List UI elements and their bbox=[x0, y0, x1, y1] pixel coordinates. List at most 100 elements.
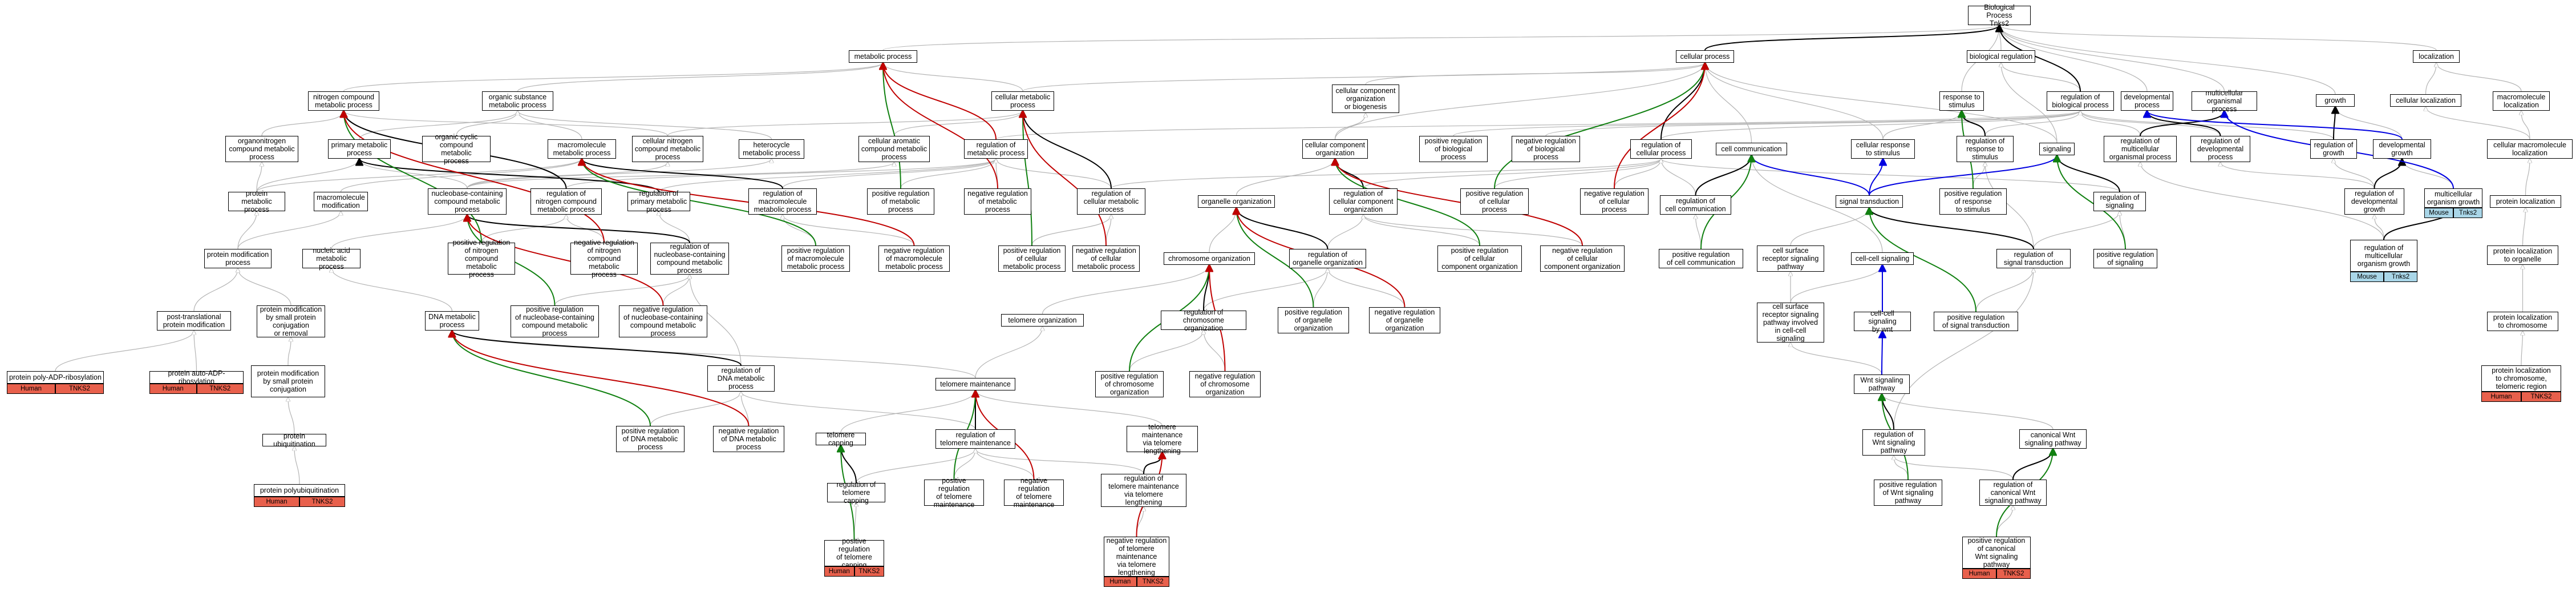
go-term-posregmacro[interactable]: positive regulation of macromolecule met… bbox=[781, 245, 850, 272]
go-term-regprim[interactable]: regulation of primary metabolic process bbox=[627, 190, 690, 214]
go-term-sigtrans[interactable]: signal transduction bbox=[1836, 195, 1903, 208]
go-term-telmaint[interactable]: telomere maintenance bbox=[935, 378, 1015, 390]
go-term-dev[interactable]: developmental process bbox=[2121, 91, 2173, 111]
go-term-regwnt[interactable]: regulation of Wnt signaling pathway bbox=[1862, 429, 1925, 456]
go-term-multi[interactable]: multicellular organismal process bbox=[2192, 89, 2257, 113]
go-term-posregcellmet[interactable]: positive regulation of cellular metaboli… bbox=[998, 245, 1066, 272]
go-term-protpolyadp[interactable]: protein poly-ADP-ribosylation bbox=[7, 371, 104, 384]
go-term-telcap[interactable]: telomere capping bbox=[816, 431, 866, 447]
go-term-telmaintlen[interactable]: telomere maintenance via telomere length… bbox=[1127, 423, 1198, 455]
go-term-posregnucleo[interactable]: positive regulation of nucleobase-contai… bbox=[511, 305, 599, 337]
go-term-bp[interactable]: Biological Process Tnks2 bbox=[1968, 3, 2031, 27]
go-term-posregsigtrans[interactable]: positive regulation of signal transducti… bbox=[1934, 312, 2018, 331]
go-term-ccsigwnt[interactable]: cell-cell signaling by wnt bbox=[1854, 309, 1911, 333]
go-term-regcellmet[interactable]: regulation of cellular metabolic process bbox=[1077, 188, 1145, 215]
go-term-regcco[interactable]: regulation of cellular component organiz… bbox=[1329, 188, 1398, 215]
go-term-negregcellmet[interactable]: negative regulation of cellular metaboli… bbox=[1072, 245, 1140, 272]
go-term-dnamet[interactable]: DNA metabolic process bbox=[425, 311, 479, 331]
go-term-posregorg[interactable]: positive regulation of organelle organiz… bbox=[1278, 307, 1349, 333]
go-term-negregbio[interactable]: negative regulation of biological proces… bbox=[1512, 136, 1580, 162]
go-term-negregmacro[interactable]: negative regulation of macromolecule met… bbox=[878, 245, 950, 272]
go-term-cellresp[interactable]: cellular response to stimulus bbox=[1851, 139, 1915, 159]
go-term-regbio[interactable]: regulation of biological process bbox=[2047, 91, 2114, 111]
go-term-cellarom[interactable]: cellular aromatic compound metabolic pro… bbox=[858, 136, 930, 162]
go-term-regsigtrans[interactable]: regulation of signal transduction bbox=[1996, 249, 2071, 268]
go-term-telorg[interactable]: telomere organization bbox=[1001, 314, 1084, 327]
go-term-posregcanwnt[interactable]: positive regulation of canonical Wnt sig… bbox=[1962, 537, 2031, 569]
go-term-protmod[interactable]: protein modification process bbox=[204, 249, 272, 268]
go-term-negregchrom[interactable]: negative regulation of chromosome organi… bbox=[1189, 371, 1261, 397]
go-term-posregwnt[interactable]: positive regulation of Wnt signaling pat… bbox=[1874, 480, 1942, 506]
go-term-regnitro[interactable]: regulation of nitrogen compound metaboli… bbox=[530, 188, 602, 215]
go-term-cco[interactable]: cellular component organization bbox=[1302, 139, 1368, 159]
go-term-protpolyubiq[interactable]: protein polyubiquitination bbox=[254, 484, 345, 497]
go-term-organic[interactable]: organic substance metabolic process bbox=[482, 91, 553, 111]
go-term-regdevgrowth[interactable]: regulation of developmental growth bbox=[2344, 188, 2404, 215]
go-term-devgrowth[interactable]: developmental growth bbox=[2373, 139, 2431, 159]
go-term-protloc2tel[interactable]: protein localization to chromosome, telo… bbox=[2481, 365, 2561, 392]
go-term-regmultidev[interactable]: regulation of multicellular organismal p… bbox=[2104, 136, 2177, 162]
go-term-regchrom[interactable]: regulation of chromosome organization bbox=[1161, 308, 1246, 332]
go-term-wntsig[interactable]: Wnt signaling pathway bbox=[1854, 374, 1910, 394]
go-term-posregdna[interactable]: positive regulation of DNA metabolic pro… bbox=[616, 426, 684, 452]
go-term-ncm[interactable]: nitrogen compound metabolic process bbox=[308, 91, 379, 111]
go-term-posregcellcomm[interactable]: positive regulation of cell communicatio… bbox=[1659, 249, 1743, 268]
go-term-cellmacroloc[interactable]: cellular macromolecule localization bbox=[2487, 139, 2573, 159]
go-term-hetero[interactable]: heterocycle metabolic process bbox=[739, 139, 804, 159]
go-term-negregcco[interactable]: negative regulation of cellular componen… bbox=[1540, 245, 1625, 272]
go-term-regcellcomm[interactable]: regulation of cell communication bbox=[1660, 195, 1731, 215]
go-term-pmsmc[interactable]: protein modification by small protein co… bbox=[251, 365, 325, 397]
go-term-protautoadp[interactable]: protein auto-ADP-ribosylation bbox=[149, 369, 244, 385]
go-term-regresp[interactable]: regulation of response to stimulus bbox=[1957, 136, 2014, 162]
go-term-ccobio[interactable]: cellular component organization or bioge… bbox=[1332, 84, 1399, 113]
go-term-regdnamet[interactable]: regulation of DNA metabolic process bbox=[707, 365, 775, 392]
go-term-primary[interactable]: primary metabolic process bbox=[328, 139, 391, 159]
go-term-cellmet[interactable]: cellular metabolic process bbox=[991, 91, 1054, 111]
go-term-posregsig[interactable]: positive regulation of signaling bbox=[2093, 249, 2157, 268]
go-term-signaling[interactable]: signaling bbox=[2039, 143, 2075, 155]
go-term-regmet[interactable]: regulation of metabolic process bbox=[964, 139, 1028, 159]
go-term-regtelmaintlen[interactable]: regulation of telomere maintenance via t… bbox=[1101, 474, 1186, 507]
go-term-macromod[interactable]: macromolecule modification bbox=[314, 192, 368, 211]
go-term-nucacid[interactable]: nucleic acid metabolic process bbox=[302, 247, 361, 271]
go-term-protloc2chrom[interactable]: protein localization to chromosome bbox=[2487, 312, 2558, 331]
go-term-csrsp[interactable]: cell surface receptor signaling pathway bbox=[1757, 245, 1824, 272]
go-term-resp[interactable]: response to stimulus bbox=[1939, 91, 1984, 111]
go-term-growth[interactable]: growth bbox=[2316, 94, 2355, 107]
go-term-metabolic[interactable]: metabolic process bbox=[849, 50, 917, 63]
go-term-posregtelcap[interactable]: positive regulation of telomere capping bbox=[824, 537, 884, 569]
go-term-cellcomm[interactable]: cell communication bbox=[1716, 143, 1787, 155]
go-term-negregnitro[interactable]: negative regulation of nitrogen compound… bbox=[570, 239, 638, 279]
go-term-regorgorg[interactable]: regulation of organelle organization bbox=[1289, 249, 1366, 268]
go-term-protloc[interactable]: protein localization bbox=[2490, 195, 2561, 208]
go-term-posregresp[interactable]: positive regulation of response to stimu… bbox=[1939, 188, 2007, 215]
go-term-regcell[interactable]: regulation of cellular process bbox=[1630, 139, 1692, 159]
go-term-protubiq[interactable]: protein ubiquitination bbox=[262, 432, 326, 448]
go-term-ccsig[interactable]: cell-cell signaling bbox=[1851, 252, 1914, 265]
go-term-csrspcc[interactable]: cell surface receptor signaling pathway … bbox=[1757, 303, 1824, 343]
go-term-posregcco[interactable]: positive regulation of cellular componen… bbox=[1437, 245, 1522, 272]
go-term-posregcell[interactable]: positive regulation of cellular process bbox=[1460, 188, 1529, 215]
go-term-regtelcap[interactable]: regulation of telomere capping bbox=[827, 481, 885, 505]
go-term-posregmet[interactable]: positive regulation of metabolic process bbox=[867, 188, 934, 215]
go-term-bioreg[interactable]: biological regulation bbox=[1967, 50, 2035, 63]
go-term-regmacro[interactable]: regulation of macromolecule metabolic pr… bbox=[748, 188, 817, 215]
go-term-negregtelmaint[interactable]: negative regulation of telomere maintena… bbox=[1004, 477, 1064, 509]
go-term-ptpm[interactable]: post-translational protein modification bbox=[157, 311, 231, 331]
go-term-canwnt[interactable]: canonical Wnt signaling pathway bbox=[2019, 429, 2087, 449]
go-term-protmet[interactable]: protein metabolic process bbox=[228, 190, 285, 214]
go-term-negregmet[interactable]: negative regulation of metabolic process bbox=[964, 188, 1031, 215]
go-term-macromet[interactable]: macromolecule metabolic process bbox=[548, 139, 616, 159]
go-term-negregdna[interactable]: negative regulation of DNA metabolic pro… bbox=[713, 426, 784, 452]
go-term-regtelmaint[interactable]: regulation of telomere maintenance bbox=[935, 429, 1015, 449]
go-term-posregnitro[interactable]: positive regulation of nitrogen compound… bbox=[448, 239, 515, 279]
go-term-cellnitro[interactable]: cellular nitrogen compound metabolic pro… bbox=[632, 136, 703, 162]
go-term-chromorg[interactable]: chromosome organization bbox=[1164, 252, 1255, 265]
go-term-negregcell[interactable]: negative regulation of cellular process bbox=[1580, 188, 1649, 215]
go-term-regnucleo[interactable]: regulation of nucleobase-containing comp… bbox=[650, 243, 729, 275]
go-term-macroloc[interactable]: macromolecule localization bbox=[2493, 91, 2550, 111]
go-term-posregbio[interactable]: positive regulation of biological proces… bbox=[1419, 136, 1488, 162]
go-term-celloc[interactable]: cellular localization bbox=[2390, 94, 2461, 107]
go-term-orgnitro[interactable]: organonitrogen compound metabolic proces… bbox=[225, 136, 298, 162]
go-term-regdevproc[interactable]: regulation of developmental process bbox=[2190, 136, 2250, 162]
